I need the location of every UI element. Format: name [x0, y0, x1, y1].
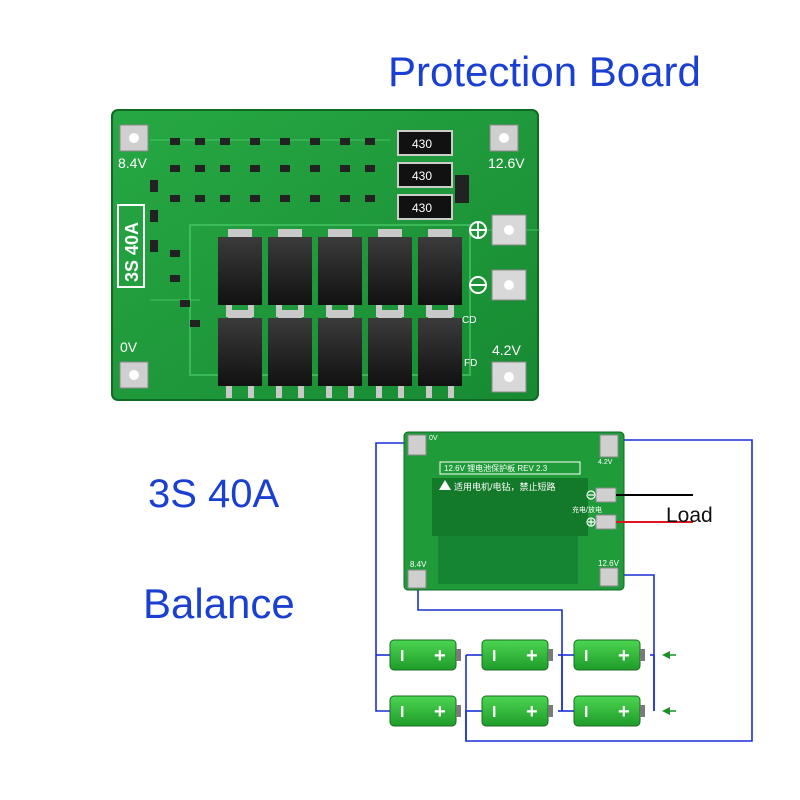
- board-photo: 430 430 430 8.4V 12.6V 0V 4.2V CD FD 3S …: [111, 109, 540, 401]
- svg-text:12.6V: 12.6V: [598, 559, 620, 568]
- battery-plus-label: +: [526, 701, 538, 723]
- mosfet: [368, 229, 412, 317]
- svg-text:0V: 0V: [429, 435, 438, 442]
- svg-text:430: 430: [412, 137, 432, 151]
- battery-array: I+I+I+I+I+I+: [389, 639, 645, 727]
- balance-wires: [375, 439, 753, 742]
- battery-cell: I+: [481, 695, 553, 727]
- svg-text:12.6V 锂电池保护板 REV 2.3: 12.6V 锂电池保护板 REV 2.3: [444, 463, 548, 473]
- battery-minus-label: I: [400, 648, 404, 665]
- battery-cell: I+: [481, 639, 553, 671]
- mosfet: [418, 229, 462, 317]
- label-8v4: 8.4V: [118, 155, 147, 171]
- svg-text:430: 430: [412, 201, 432, 215]
- silkscreen-badge: 3S 40A: [117, 204, 145, 288]
- diagram-board: 12.6V 锂电池保护板 REV 2.3 适用电机/电钻，禁止短路 充电/放电 …: [403, 431, 625, 591]
- mosfet: [318, 310, 362, 398]
- battery-cell: I+: [389, 639, 461, 671]
- battery-minus-label: I: [492, 648, 496, 665]
- svg-text:充电/放电: 充电/放电: [572, 505, 602, 514]
- battery-minus-label: I: [584, 648, 588, 665]
- label-0v: 0V: [120, 339, 138, 355]
- battery-cell: I+: [573, 695, 645, 727]
- battery-plus-label: +: [526, 645, 538, 667]
- svg-text:3S 40A: 3S 40A: [122, 222, 142, 282]
- battery-plus-label: +: [434, 645, 446, 667]
- mosfet: [268, 229, 312, 317]
- mosfet: [218, 229, 262, 317]
- shunt-resistor: 430 430 430: [397, 130, 453, 220]
- mosfet: [218, 310, 262, 398]
- label-4v2: 4.2V: [492, 342, 521, 358]
- battery-minus-label: I: [400, 704, 404, 721]
- spec-label: 3S 40A: [148, 472, 280, 516]
- mosfet-array: [218, 229, 462, 398]
- battery-plus-label: +: [618, 645, 630, 667]
- solder-pad: [119, 124, 527, 393]
- battery-minus-label: I: [492, 704, 496, 721]
- battery-cell: I+: [389, 695, 461, 727]
- arrow-icon: [662, 651, 676, 715]
- wiring-diagram: 12.6V 锂电池保护板 REV 2.3 适用电机/电钻，禁止短路 充电/放电 …: [375, 431, 753, 742]
- page-title: Protection Board: [388, 48, 701, 95]
- battery-plus-label: +: [618, 701, 630, 723]
- label-fd: FD: [464, 358, 477, 369]
- svg-text:4.2V: 4.2V: [598, 459, 613, 466]
- load-label: Load: [666, 504, 713, 527]
- battery-cell: I+: [573, 639, 645, 671]
- feature-label: Balance: [143, 580, 295, 627]
- label-12v6: 12.6V: [488, 155, 525, 171]
- svg-text:430: 430: [412, 169, 432, 183]
- svg-text:8.4V: 8.4V: [410, 560, 427, 569]
- mosfet: [368, 310, 412, 398]
- mosfet: [318, 229, 362, 317]
- mosfet: [418, 310, 462, 398]
- svg-text:适用电机/电钻，禁止短路: 适用电机/电钻，禁止短路: [454, 481, 556, 492]
- battery-plus-label: +: [434, 701, 446, 723]
- mosfet: [268, 310, 312, 398]
- label-cd: CD: [462, 315, 476, 326]
- battery-minus-label: I: [584, 704, 588, 721]
